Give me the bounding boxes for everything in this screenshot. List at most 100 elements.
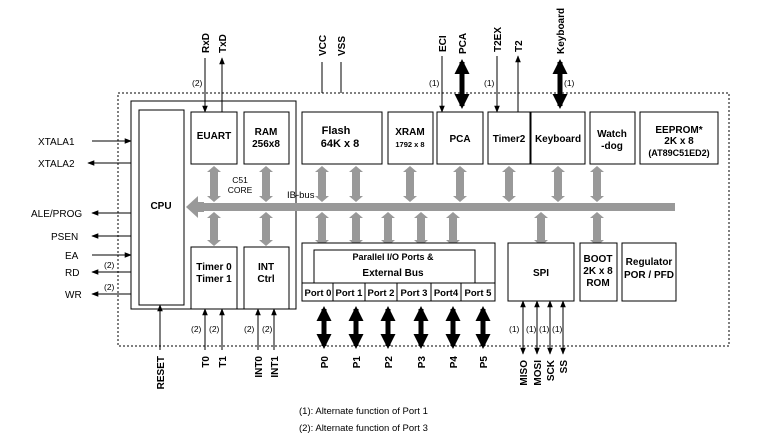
port3-label: Port 3 <box>401 288 428 299</box>
legend-note-2: (2): Alternate function of Port 3 <box>299 423 428 434</box>
bus-connector-arrow <box>453 166 467 202</box>
spi-note-3: (1) <box>539 324 550 334</box>
vss-label: VSS <box>337 36 348 56</box>
bus-connector-arrow <box>207 212 221 246</box>
rd-note: (2) <box>104 260 115 270</box>
int-label-2: Ctrl <box>257 274 274 285</box>
ale-prog-label: ALE/PROG <box>31 209 82 220</box>
bus-connector-arrow <box>590 166 604 202</box>
xtala1-label: XTALA1 <box>38 137 75 148</box>
bus-connector-arrow <box>551 166 565 202</box>
spi-note-2: (1) <box>526 324 537 334</box>
int-ctrl-block <box>243 246 290 310</box>
c51-label-1: C51 <box>232 175 248 185</box>
t2-note: (1) <box>484 78 495 88</box>
t1-label: T1 <box>218 356 229 368</box>
mosi-label: MOSI <box>533 360 544 386</box>
pca-note: (1) <box>429 78 440 88</box>
int-note-2: (2) <box>262 324 273 334</box>
regulator-label-1: Regulator <box>626 257 673 268</box>
bus-connector-arrow <box>446 212 460 246</box>
bus-connector-arrow <box>349 212 363 246</box>
txd-label: TxD <box>218 34 229 53</box>
int1-label: INT1 <box>270 356 281 378</box>
int-note: (2) <box>244 324 255 334</box>
port5-label: Port 5 <box>465 288 493 299</box>
spi-note-1: (1) <box>509 324 520 334</box>
pca-label: PCA <box>449 134 470 145</box>
rxd-label: RxD <box>201 33 212 53</box>
flash-block <box>301 111 383 165</box>
top-signal-lines <box>202 55 521 113</box>
psen-label: PSEN <box>51 232 78 243</box>
left-signal-lines <box>87 138 132 297</box>
xram-label-2: 1792 x 8 <box>395 140 424 149</box>
bus-connector-arrow <box>259 212 273 246</box>
t2-label: T2 <box>514 40 525 52</box>
t2ex-label: T2EX <box>493 27 504 52</box>
wr-label: WR <box>65 290 82 301</box>
eeprom-block <box>639 111 719 165</box>
bus-connector-arrow <box>403 166 417 202</box>
eci-label: ECI <box>438 35 449 52</box>
eeprom-label-3: (AT89C51ED2) <box>648 148 709 158</box>
regulator-label-2: POR / PFD <box>624 270 674 281</box>
timer-note: (2) <box>191 324 202 334</box>
vcc-label: VCC <box>318 35 329 56</box>
cpu-bus-arrow <box>186 196 198 218</box>
spi-label: SPI <box>533 268 549 279</box>
t0-label: T0 <box>201 356 212 368</box>
timer2-block <box>487 111 531 165</box>
timer01-block <box>190 246 238 310</box>
keyboard-top-label: Keyboard <box>556 8 567 54</box>
bus-connector-arrow <box>315 166 329 202</box>
ports-label-1: Parallel I/O Ports & <box>352 252 434 262</box>
ram-label-1: RAM <box>255 127 278 138</box>
port-dividers <box>332 283 462 301</box>
timer01-label-1: Timer 0 <box>196 262 232 273</box>
bus-connector-arrow <box>414 212 428 246</box>
xtala2-label: XTALA2 <box>38 159 75 170</box>
regulator-block <box>621 242 677 302</box>
ports-block <box>301 242 496 302</box>
p2-label: P2 <box>384 356 395 369</box>
cpu-bus-stem <box>196 202 204 212</box>
p5-label: P5 <box>479 356 490 369</box>
uart-note: (2) <box>192 78 203 88</box>
legend-note-1: (1): Alternate function of Port 1 <box>299 406 428 417</box>
eeprom-label-2: 2K x 8 <box>664 136 694 147</box>
bus-connectors <box>207 166 604 246</box>
rd-label: RD <box>65 268 79 279</box>
port4-label: Port4 <box>434 288 459 299</box>
pca-block <box>436 111 484 165</box>
bus-connector-arrow <box>315 212 329 246</box>
ib-bus <box>202 203 675 211</box>
watchdog-block <box>589 111 636 165</box>
thick-top-arrows <box>454 59 568 109</box>
ea-label: EA <box>65 251 79 262</box>
keyboard-block <box>530 111 586 165</box>
bus-connector-arrow <box>259 166 273 202</box>
eeprom-label-1: EEPROM* <box>655 125 702 136</box>
bus-connector-arrow <box>590 212 604 246</box>
bottom-signal-lines <box>157 300 566 355</box>
ram-block <box>243 111 290 165</box>
c51-label-2: CORE <box>228 185 253 195</box>
bus-connector-arrow <box>349 166 363 202</box>
keyboard-label: Keyboard <box>535 134 581 145</box>
euart-block <box>190 111 238 165</box>
port2-label: Port 2 <box>368 288 395 299</box>
euart-label: EUART <box>197 131 231 142</box>
bus-connector-arrow <box>207 166 221 202</box>
bus-connector-arrow <box>534 212 548 246</box>
watchdog-label-2: -dog <box>601 141 623 152</box>
miso-label: MISO <box>519 360 530 386</box>
ss-label: SS <box>559 360 570 374</box>
cpu-label: CPU <box>150 201 171 212</box>
thick-port-arrows <box>316 306 491 349</box>
port1-label: Port 1 <box>336 288 364 299</box>
xram-block <box>387 111 434 165</box>
reset-label: RESET <box>156 356 167 389</box>
p1-label: P1 <box>352 356 363 369</box>
